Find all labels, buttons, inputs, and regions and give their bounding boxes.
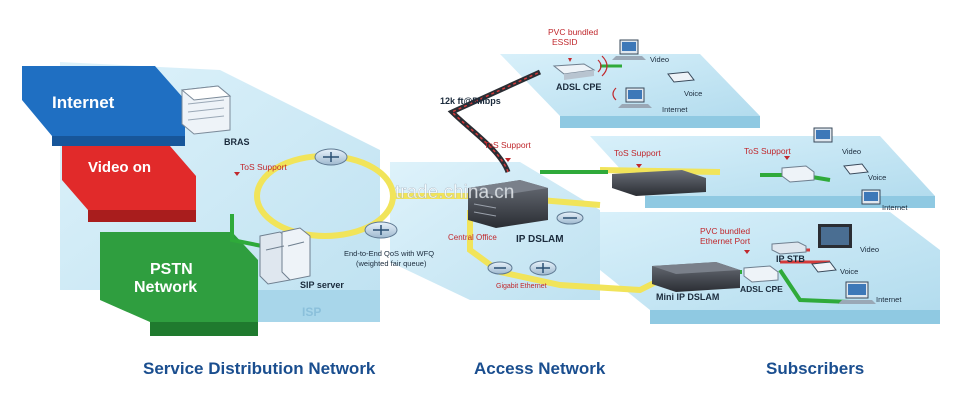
tos-support-access-label: ToS Support [484,140,531,150]
mid-dslam-icon [612,170,706,196]
internet-block [22,66,185,146]
section-title-service: Service Distribution Network [143,359,376,378]
computer-icon [861,189,881,205]
pvc-essid-line2: ESSID [552,37,578,47]
video-block-label: Video on [88,159,151,176]
wireless-icon [597,55,617,101]
voice-bottom-label: Voice [840,267,858,276]
tos-support-mid-left-label: ToS Support [614,148,661,158]
internet-bottom-label: Internet [876,295,902,304]
router-icon [364,221,398,239]
tv-icon [818,224,852,248]
router-icon [314,148,348,166]
callout-arrows [234,58,790,254]
tos-support-isp-label: ToS Support [240,162,287,172]
qos-label-line1: End-to-End QoS with WFQ [344,249,434,258]
adsl-cpe-top-icon [552,63,596,80]
isp-label: ISP [302,305,321,319]
video-mid-label: Video [842,147,861,156]
pstn-label-line2: Network [134,279,197,296]
video-top-label: Video [650,55,669,64]
phone-icon [667,71,695,83]
computer-icon [618,87,652,108]
internet-mid-label: Internet [882,203,908,212]
sip-server-label: SIP server [300,280,344,290]
section-title-subscribers: Subscribers [766,359,864,378]
adsl-cpe-bottom-icon [743,265,779,283]
video-bottom-label: Video [860,245,879,254]
bras-label: BRAS [224,137,250,147]
ip-stb-label: IP STB [776,254,805,264]
ip-dslam-label: IP DSLAM [516,234,564,245]
gigabit-ethernet-label: Gigabit Ethernet [496,283,547,290]
mini-ip-dslam-label: Mini IP DSLAM [656,292,719,302]
computer-icon [612,39,646,60]
bras-rack-icon [180,85,232,135]
adsl-cpe-top-label: ADSL CPE [556,82,601,92]
dsl-loop-line [447,69,542,173]
computer-icon [813,127,833,143]
pvc-essid-line1: PVC bundled [548,27,598,37]
central-office-label: Central Office [448,233,497,242]
pvc-port-line1: PVC bundled [700,226,750,236]
server-icon [259,227,311,285]
speed-label: 12k ft@5Mbps [440,96,501,106]
watermark: trade.china.cn [395,182,514,203]
section-title-access: Access Network [474,359,606,378]
internet-top-label: Internet [662,105,688,114]
video-block [62,146,196,222]
mid-cpe-icon [781,165,815,183]
ip-dslam-icon [468,180,548,228]
router-icon [556,211,584,225]
pstn-block [100,232,258,336]
qos-label-line2: (weighted fair queue) [356,259,427,268]
router-icon [487,261,513,275]
ip-stb-icon [771,241,807,255]
adsl-cpe-bottom-label: ADSL CPE [740,284,783,294]
computer-icon [838,281,876,304]
pvc-port-line2: Ethernet Port [700,236,751,246]
mini-ip-dslam-icon [652,262,740,292]
phone-icon [811,261,837,273]
yellow-qos-ring [254,153,721,294]
pstn-label-line1: PSTN [150,261,193,278]
internet-block-label: Internet [52,93,115,112]
voice-top-label: Voice [684,89,702,98]
voice-mid-label: Voice [868,173,886,182]
router-icon [529,260,557,276]
phone-icon [843,163,869,175]
tos-support-mid-right-label: ToS Support [744,146,791,156]
